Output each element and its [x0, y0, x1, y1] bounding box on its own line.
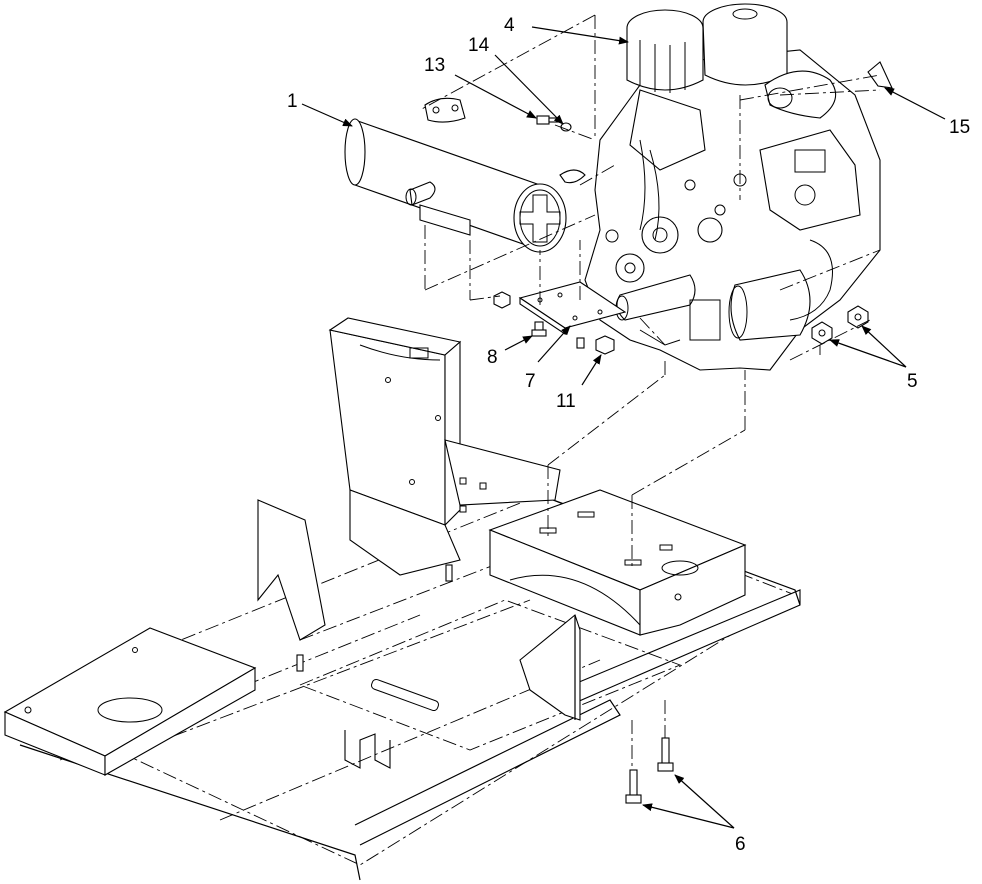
- left-tray: [3, 627, 257, 776]
- callout-11: 11: [556, 391, 576, 412]
- callout-8: 8: [487, 347, 498, 368]
- callout-4: 4: [504, 15, 515, 36]
- nut-upper: [493, 291, 511, 309]
- leader-5a: [829, 339, 907, 368]
- leader-4: [531, 26, 629, 45]
- callout-labels: 1 4 5 6 7 8 11 13 14 15: [287, 15, 970, 855]
- muffler-bracket-7: [518, 281, 627, 336]
- callout-5: 5: [907, 371, 918, 392]
- callout-1: 1: [287, 91, 298, 112]
- nut-11: [595, 335, 615, 355]
- leader-7: [537, 325, 571, 363]
- leader-5b: [861, 325, 907, 368]
- leader-14: [494, 54, 564, 125]
- callout-14: 14: [468, 35, 490, 56]
- callout-7: 7: [525, 371, 536, 392]
- bolt-8: [531, 321, 547, 337]
- seat-panel: [328, 317, 561, 576]
- leader-6a: [642, 803, 735, 829]
- decal-15: [867, 61, 893, 89]
- chassis-frame: [18, 494, 801, 881]
- leader-13: [454, 74, 537, 119]
- leader-lines: [301, 26, 946, 829]
- engine: [584, 3, 881, 371]
- callout-15: 15: [949, 117, 970, 138]
- leader-1: [301, 103, 353, 127]
- leader-6b: [674, 774, 735, 829]
- callout-6: 6: [735, 834, 746, 855]
- nuts-5: [811, 305, 869, 345]
- leader-8: [504, 335, 533, 351]
- leader-15: [884, 87, 946, 120]
- bolt-small: [576, 337, 585, 349]
- muffler: [344, 97, 586, 253]
- engine-deck: [488, 489, 747, 636]
- leader-11: [581, 354, 602, 386]
- bolts-6: [625, 737, 674, 804]
- callout-13: 13: [424, 55, 445, 76]
